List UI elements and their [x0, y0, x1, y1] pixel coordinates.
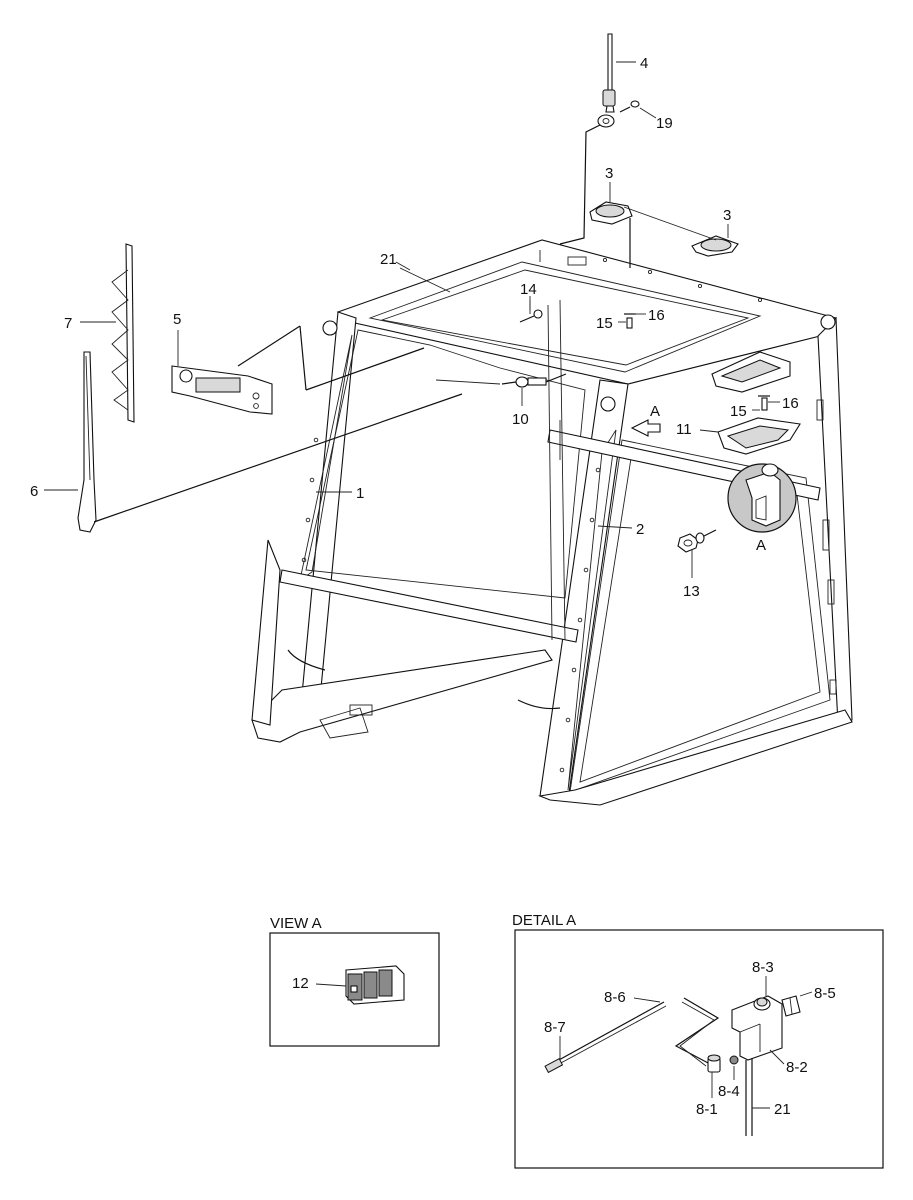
- callout-21-detail: 21: [774, 1101, 791, 1118]
- callout-16-right: 16: [782, 395, 799, 412]
- lamp-3-left: [589, 201, 633, 268]
- callout-15-top: 15: [596, 315, 613, 332]
- bracket-8-5: [781, 995, 801, 1017]
- bolt-13: [677, 529, 717, 553]
- callout-13: 13: [683, 583, 700, 600]
- callout-3-right: 3: [723, 207, 731, 224]
- callout-11: 11: [676, 421, 692, 438]
- view-arrow-a: [630, 419, 661, 437]
- callout-14: 14: [520, 281, 537, 298]
- callout-3-left: 3: [605, 165, 613, 182]
- bolt-19: [619, 100, 640, 113]
- callout-10: 10: [512, 411, 529, 428]
- callout-8-3: 8-3: [752, 959, 774, 976]
- callout-6: 6: [30, 483, 38, 500]
- view-a-panel: VIEW A 12: [269, 915, 440, 1047]
- callout-5: 5: [173, 311, 181, 328]
- callout-16-top: 16: [648, 307, 665, 324]
- callout-1: 1: [356, 485, 364, 502]
- cab-frame: [251, 239, 853, 806]
- callout-15-right: 15: [730, 403, 747, 420]
- wiper-blade: [111, 243, 135, 423]
- view-a-title: VIEW A: [270, 915, 322, 932]
- leader-lines: [44, 61, 780, 578]
- lamp-housing: [711, 351, 791, 411]
- callout-21: 21: [380, 251, 397, 268]
- callout-7: 7: [64, 315, 72, 332]
- callout-8-2: 8-2: [786, 1059, 808, 1076]
- detail-a-title: DETAIL A: [512, 912, 576, 929]
- callout-4: 4: [640, 55, 648, 72]
- callout-2: 2: [636, 521, 644, 538]
- callout-8-4: 8-4: [718, 1083, 740, 1100]
- wiper-arm: [77, 351, 463, 533]
- wiper-motor-bracket: [171, 325, 425, 415]
- callout-8-7: 8-7: [544, 1019, 566, 1036]
- washer-tank: [731, 995, 783, 1061]
- detail-a-panel: DETAIL A: [512, 912, 884, 1169]
- callouts-main: 4 19 3 3 21 7 5 14 15 16 10 15 16 11 A 6…: [30, 55, 799, 600]
- switch-panel: [345, 965, 405, 1005]
- callout-a-arrow: A: [650, 403, 660, 420]
- callout-19: 19: [656, 115, 673, 132]
- screw-8-4: [729, 1055, 739, 1065]
- callout-a-detail: A: [756, 537, 766, 554]
- lamp-3-right: [691, 235, 739, 257]
- callout-8-5: 8-5: [814, 985, 836, 1002]
- callout-8-6: 8-6: [604, 989, 626, 1006]
- detail-circle-a: [727, 463, 797, 533]
- callout-12: 12: [292, 975, 309, 992]
- pump-8-1: [707, 1054, 721, 1073]
- callout-8-1: 8-1: [696, 1101, 718, 1118]
- antenna: [559, 33, 616, 245]
- washer-nozzle: [435, 373, 567, 388]
- inner-cover: [717, 417, 801, 455]
